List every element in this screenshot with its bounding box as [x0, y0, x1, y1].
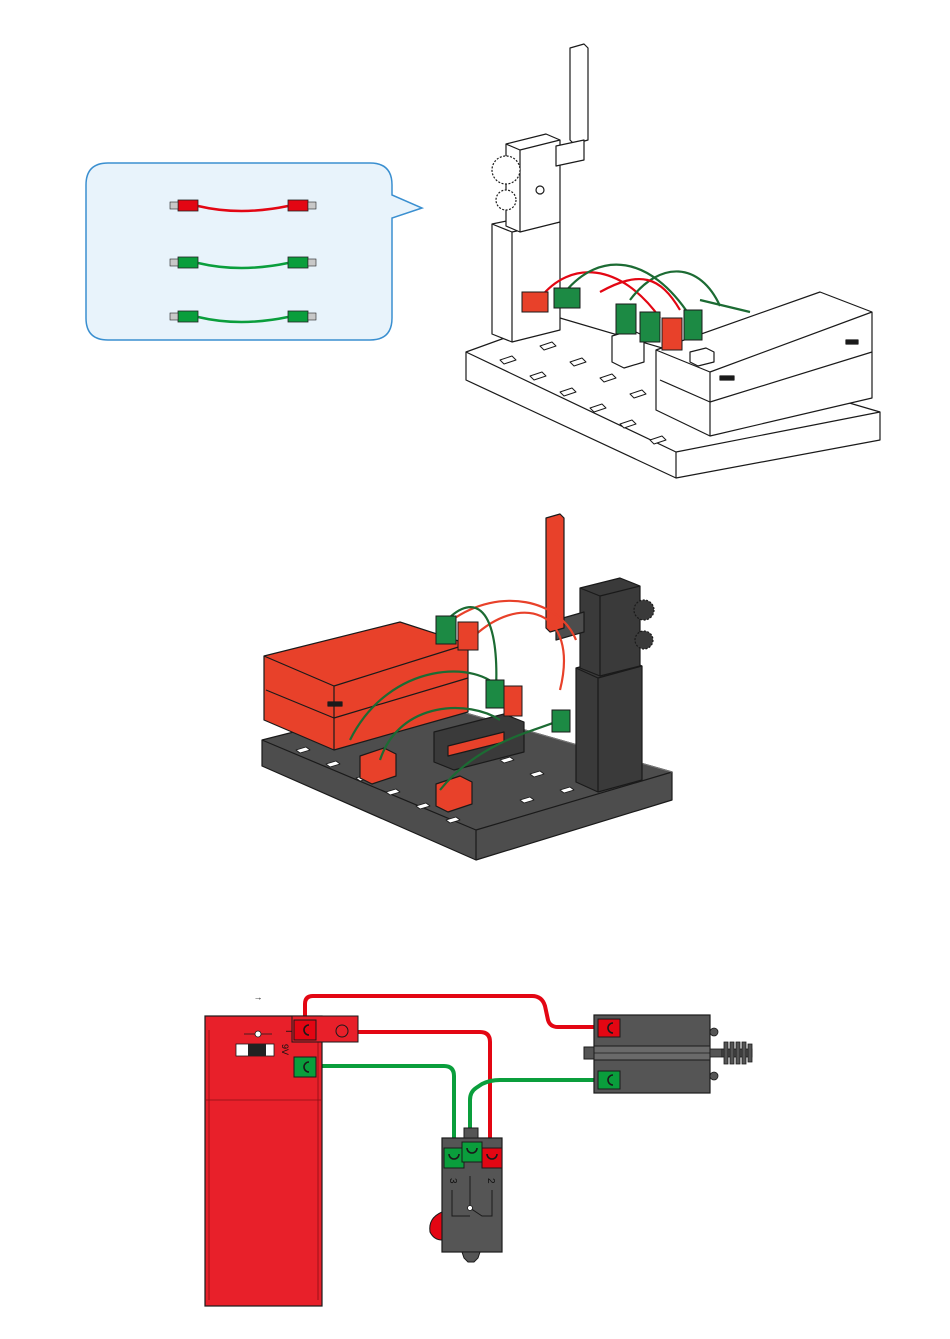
pushbutton-red-plug — [482, 1148, 502, 1168]
black-tower — [576, 656, 642, 792]
cable-legend-bubble — [86, 163, 422, 340]
motor-green-plug — [598, 1071, 620, 1089]
motor — [584, 1015, 752, 1093]
motor-red-plug — [598, 1019, 620, 1037]
tower-lower — [492, 214, 560, 342]
gear-icon — [492, 156, 520, 184]
pushbutton-red-cap[interactable] — [430, 1212, 442, 1240]
speech-bubble-shape — [86, 163, 422, 340]
battery-green-plug — [294, 1057, 316, 1077]
pushbutton-pin-2-label: 2 — [485, 1178, 496, 1184]
wiring-diagram: → I 9V — [205, 992, 752, 1306]
wire-green-battery-button — [305, 1066, 454, 1150]
worm-gear-icon — [722, 1042, 752, 1064]
white-assembly-illustration — [466, 44, 880, 478]
top-rail — [570, 44, 588, 144]
switch-direction-arrow: → — [254, 992, 263, 1002]
pushbutton: 3 2 — [430, 1128, 502, 1262]
switch-label-voltage: 9V — [280, 1044, 290, 1055]
battery-red-plug — [294, 1020, 316, 1040]
pushbutton-green-plug — [462, 1142, 482, 1162]
black-assembly-illustration — [262, 514, 672, 860]
battery-pack: → I 9V — [205, 992, 358, 1306]
pushbutton-green-plug — [444, 1148, 464, 1168]
black-gear-icon — [634, 600, 654, 620]
pushbutton-pin-3-label: 3 — [447, 1178, 458, 1184]
tower-upper — [506, 134, 560, 232]
